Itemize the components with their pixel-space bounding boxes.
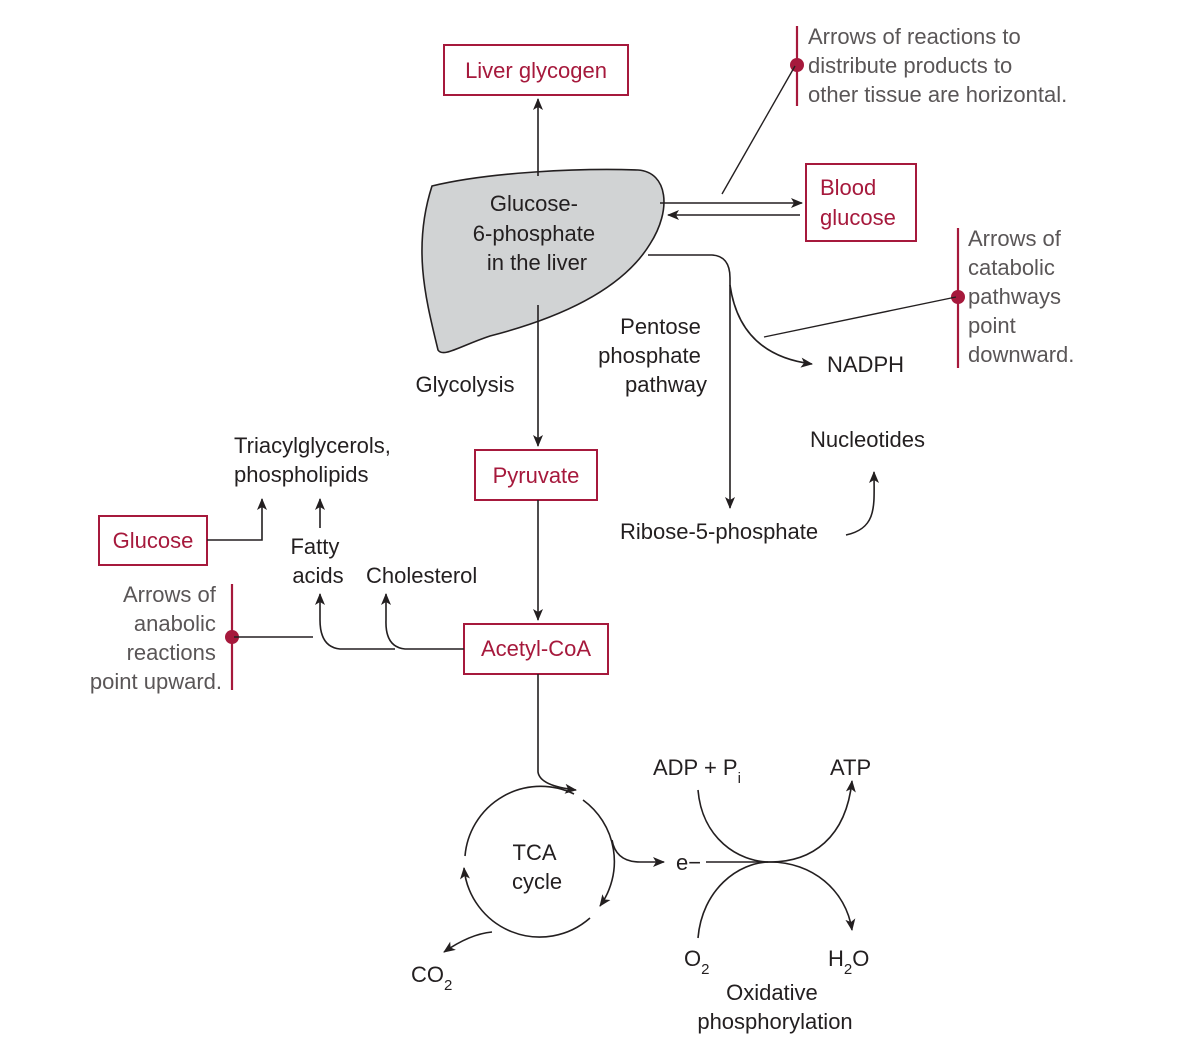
liver-shape	[421, 168, 665, 354]
triacylglycerols-label: Triacylglycerols, phospholipids	[234, 433, 397, 487]
acetyl-coa-label: Acetyl-CoA	[481, 636, 591, 661]
arrow-adp-to-atp	[697, 780, 856, 863]
pentose-pathway-label: Pentose phosphate pathway	[598, 314, 707, 397]
o2-label: O2	[684, 946, 709, 978]
arrow-to-nadph	[729, 284, 813, 368]
nadph-label: NADPH	[827, 352, 904, 377]
arrow-acetyl-coa-to-tca	[537, 674, 577, 794]
oxidative-phosphorylation-label: Oxidative phosphorylation	[697, 980, 852, 1034]
cholesterol-label: Cholesterol	[366, 563, 477, 588]
arrow-to-co2	[443, 931, 493, 953]
arrow-to-nucleotides	[845, 471, 880, 536]
nucleotides-label: Nucleotides	[810, 427, 925, 452]
ribose-label: Ribose-5-phosphate	[620, 519, 818, 544]
note-catabolic-text: Arrows of catabolic pathways point downw…	[968, 226, 1074, 367]
liver-label: Glucose- 6-phosphate in the liver	[473, 191, 601, 275]
note-anabolic-text: Arrows of anabolic reactions point upwar…	[90, 582, 222, 694]
note-horizontal-text: Arrows of reactions to distribute produc…	[808, 24, 1067, 107]
arrow-to-cholesterol	[381, 593, 464, 650]
arrow-o2-to-h2o	[697, 861, 856, 939]
adp-pi-label: ADP + Pi	[653, 755, 741, 787]
electron-label: e−	[676, 850, 701, 875]
arrow-to-ribose	[648, 254, 735, 509]
pyruvate-box	[474, 449, 598, 501]
co2-label: CO2	[411, 962, 452, 994]
note-catabolic-dot	[951, 290, 965, 304]
arrow-glucose-to-triacylglycerols	[207, 498, 267, 541]
liver-glycogen-box	[443, 44, 629, 96]
blood-glucose-box	[805, 163, 917, 242]
note-catabolic-pointer	[763, 296, 957, 338]
arrow-to-fatty-acids	[315, 593, 395, 650]
liver-glycogen-label: Liver glycogen	[465, 58, 607, 83]
fatty-acids-label: Fatty acids	[290, 534, 345, 588]
tca-arc-bottom	[460, 867, 591, 938]
h2o-label: H2O	[828, 946, 869, 978]
blood-glucose-label: Blood glucose	[820, 175, 896, 230]
note-horizontal-pointer	[721, 65, 796, 195]
glycolysis-label: Glycolysis	[415, 372, 514, 397]
note-anabolic-dot	[225, 630, 239, 644]
tca-arc-right	[582, 799, 616, 907]
glucose-label: Glucose	[113, 528, 194, 553]
tca-label: TCA cycle	[512, 840, 562, 894]
tca-arc-upper-left	[464, 785, 575, 857]
arrow-to-electrons	[611, 839, 665, 867]
pyruvate-label: Pyruvate	[493, 463, 580, 488]
atp-label: ATP	[830, 755, 871, 780]
